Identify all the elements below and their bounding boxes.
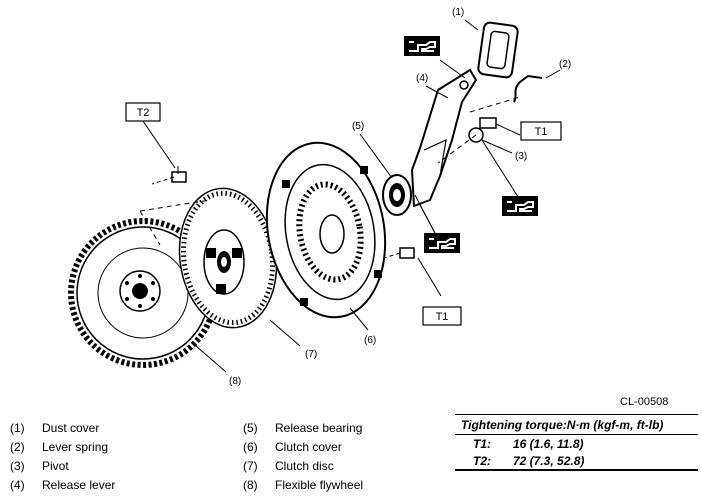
callout-1: (1) [452, 7, 464, 18]
callout-7: (7) [305, 349, 317, 360]
release-bearing [382, 174, 412, 216]
torque-box-t1-upper: T1 [520, 121, 562, 141]
legend-item: (3)Pivot [10, 459, 69, 473]
clutch-exploded-diagram: T1 T1 T2 (1) (2) (3) (4) (5) (6) (7) (8) [68, 7, 571, 387]
figure-code: CL-00508 [620, 396, 669, 408]
legend-item: (7)Clutch disc [243, 459, 334, 473]
callout-2: (2) [559, 59, 571, 70]
callout-3: (3) [515, 151, 527, 162]
bolt-t2 [151, 171, 187, 185]
torque-box-t1-lower: T1 [422, 306, 462, 326]
alignment-lines [139, 96, 521, 246]
torque-box-t2: T2 [125, 102, 161, 122]
dust-cover [477, 21, 519, 79]
lever-spring [513, 74, 543, 103]
release-lever [410, 68, 478, 208]
legend-item: (8)Flexible flywheel [243, 478, 364, 492]
torque-row-t1: T1:16 (1.6, 11.8) [473, 437, 584, 451]
callout-8: (8) [229, 376, 241, 387]
legend-item: (1)Dust cover [10, 421, 100, 435]
svg-text:T1: T1 [436, 311, 449, 323]
legend-left: (1)Dust cover (2)Lever spring (3)Pivot (… [10, 419, 115, 495]
svg-text:T2: T2 [137, 107, 150, 119]
pivot [468, 117, 497, 143]
clutch-cover [265, 141, 387, 319]
grease-symbol-icon [403, 35, 441, 57]
grease-symbol-icon [423, 232, 461, 254]
callout-6: (6) [364, 335, 376, 346]
grease-symbol-icon [501, 195, 539, 217]
torque-header: Tightening torque:N·m (kgf-m, ft-lb) [455, 414, 698, 435]
leader-lines [177, 19, 561, 373]
legend-item: (5)Release bearing [243, 421, 363, 435]
legend-right: (5)Release bearing (6)Clutch cover (7)Cl… [243, 419, 363, 495]
legend-item: (4)Release lever [10, 478, 116, 492]
torque-table: Tightening torque:N·m (kgf-m, ft-lb) T1:… [455, 414, 698, 471]
callout-4: (4) [416, 73, 428, 84]
bolt-t1-cover [383, 247, 415, 259]
torque-row-t2: T2:72 (7.3, 52.8) [455, 452, 698, 471]
callout-5: (5) [352, 121, 364, 132]
legend-item: (6)Clutch cover [243, 440, 342, 454]
svg-text:T1: T1 [535, 126, 548, 138]
legend-item: (2)Lever spring [10, 440, 109, 454]
